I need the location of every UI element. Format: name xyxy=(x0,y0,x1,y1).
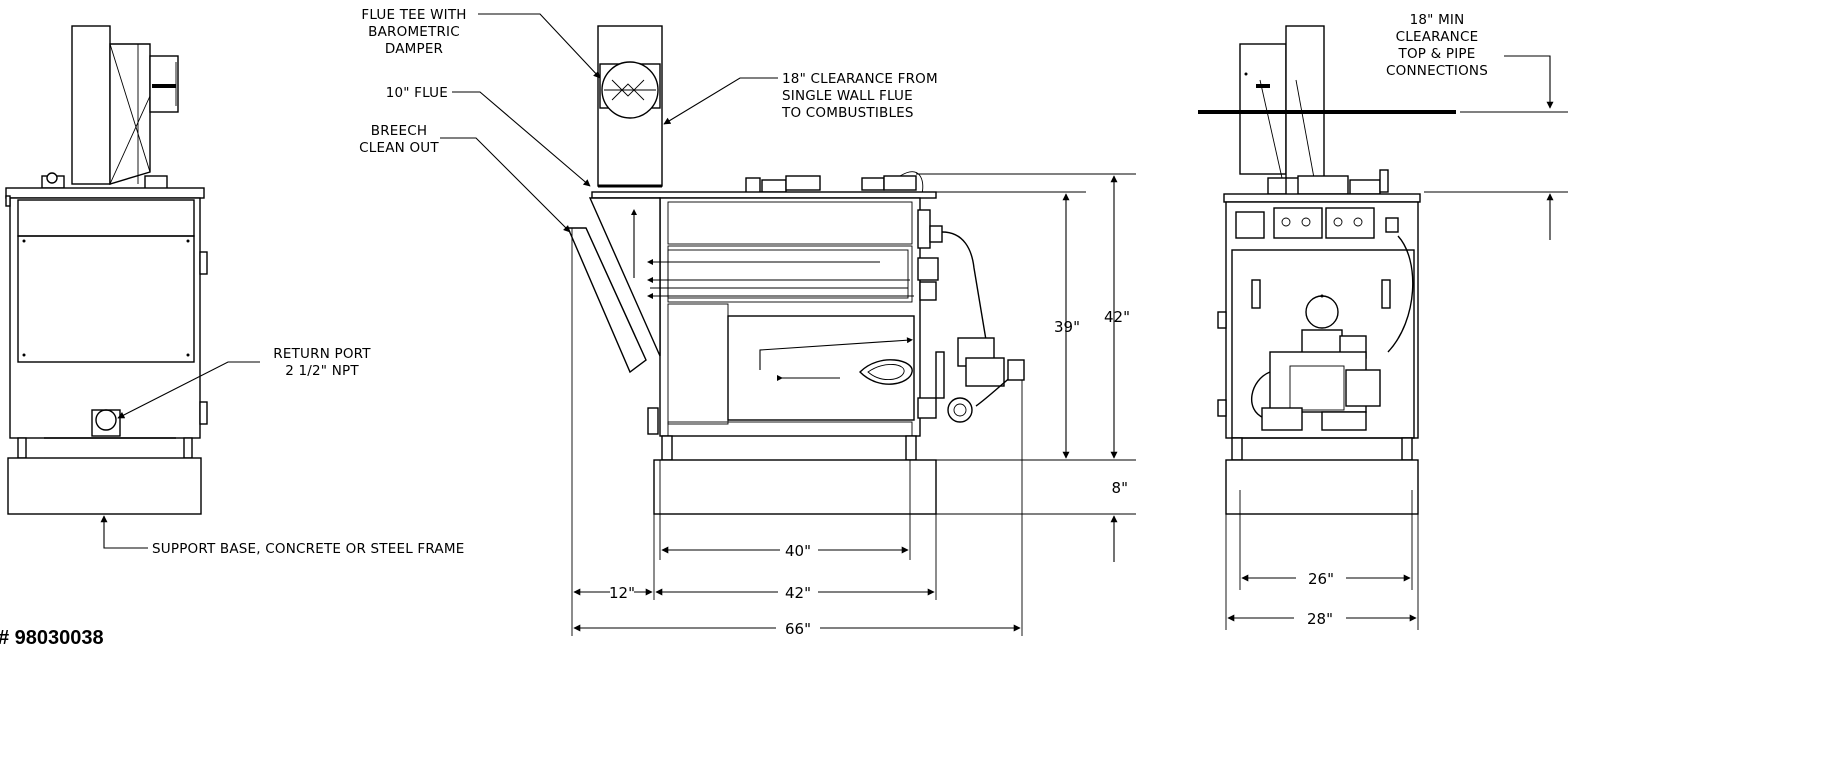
dim-8-label: 8" xyxy=(1112,479,1128,497)
breech-label-line1: BREECH xyxy=(371,123,427,139)
breech-label-line2: CLEAN OUT xyxy=(359,140,439,156)
clearance-top-label-line4: CONNECTIONS xyxy=(1386,63,1488,79)
dim-26-label: 26" xyxy=(1308,570,1334,588)
flue-10-label: 10" FLUE xyxy=(386,85,448,101)
dim-66-label: 66" xyxy=(785,620,811,638)
flue-tee-label-line1: FLUE TEE WITH xyxy=(361,7,466,23)
dimension-labels: 39" 42" 8" 40" 12" 42" 66" 26" 28" xyxy=(609,308,1334,638)
return-port-label-line2: 2 1/2" NPT xyxy=(285,363,359,379)
dim-12-label: 12" xyxy=(609,584,635,602)
rear-view xyxy=(1217,25,1421,515)
leaders xyxy=(100,13,1554,549)
dim-42-height-label: 42" xyxy=(1104,308,1130,326)
part-number: # 98030038 xyxy=(0,627,104,648)
support-base-label: SUPPORT BASE, CONCRETE OR STEEL FRAME xyxy=(152,541,464,557)
clearance-flue-label-line1: 18" CLEARANCE FROM xyxy=(782,71,938,87)
clearance-top-label-line3: TOP & PIPE xyxy=(1398,46,1476,62)
clearance-top-label-line2: CLEARANCE xyxy=(1396,29,1479,45)
flue-tee-label-line3: DAMPER xyxy=(385,41,443,57)
dimension-lines xyxy=(571,111,1568,636)
clearance-flue-label-line3: TO COMBUSTIBLES xyxy=(781,105,914,121)
boiler-installation-drawing: FLUE TEE WITH BAROMETRIC DAMPER 10" FLUE… xyxy=(0,7,1568,649)
drawing-canvas: FLUE TEE WITH BAROMETRIC DAMPER 10" FLUE… xyxy=(0,7,1568,649)
clearance-top-label-line1: 18" MIN xyxy=(1410,12,1465,28)
clearance-flue-label-line2: SINGLE WALL FLUE xyxy=(782,88,913,104)
front-view xyxy=(5,25,208,515)
flue-tee-label-line2: BAROMETRIC xyxy=(368,24,460,40)
dim-28-label: 28" xyxy=(1307,610,1333,628)
callout-labels: FLUE TEE WITH BAROMETRIC DAMPER 10" FLUE… xyxy=(152,7,1488,557)
dim-40-label: 40" xyxy=(785,542,811,560)
dim-42-width-label: 42" xyxy=(785,584,811,602)
return-port-label-line1: RETURN PORT xyxy=(273,346,371,362)
side-view xyxy=(566,25,1025,515)
dim-39-label: 39" xyxy=(1054,318,1080,336)
